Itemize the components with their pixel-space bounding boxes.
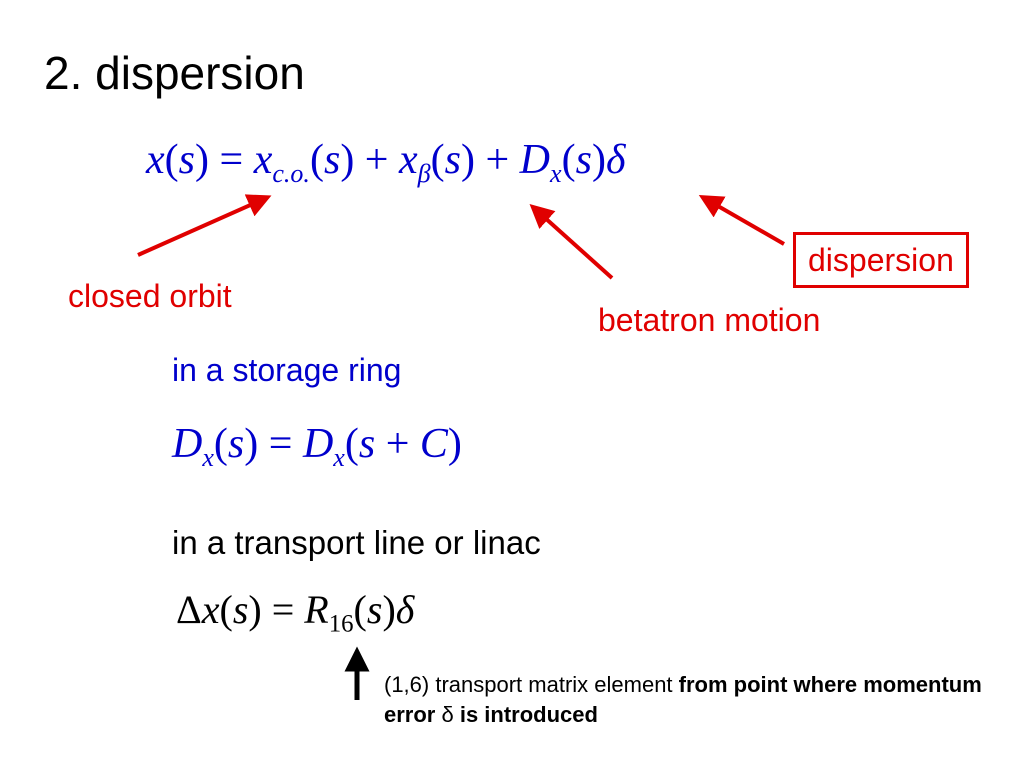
eq-s: s xyxy=(444,137,461,183)
note-plain-text: (1,6) transport matrix element xyxy=(384,672,679,697)
eq-subscript-beta: β xyxy=(417,159,431,189)
note-bold-text-end: is introduced xyxy=(453,702,598,727)
eq-d: D xyxy=(302,421,334,467)
eq-s: s xyxy=(178,137,196,183)
eq-d: D xyxy=(172,421,203,467)
eq-s: s xyxy=(232,587,249,632)
eq-r: R xyxy=(304,587,329,632)
eq-d: D xyxy=(519,137,551,183)
eq-paren: ( xyxy=(219,587,233,632)
eq-delta: δ xyxy=(605,137,626,183)
betatron-motion-label: betatron motion xyxy=(598,302,821,338)
eq-delta: δ xyxy=(395,587,415,632)
storage-ring-equation: Dx(s) = Dx(s + C) xyxy=(172,420,462,473)
position-equation: x(s) = xc.o.(s) + xβ(s) + Dx(s)δ xyxy=(146,136,625,189)
eq-plus: ) + xyxy=(460,137,520,183)
betatron-motion-arrow xyxy=(529,203,614,280)
slide-title: 2. dispersion xyxy=(44,47,305,99)
eq-paren: ( xyxy=(309,137,324,183)
storage-ring-heading: in a storage ring xyxy=(172,352,402,388)
eq-s: s xyxy=(227,421,245,467)
eq-paren: ( xyxy=(213,421,228,467)
eq-s: s xyxy=(366,587,383,632)
eq-paren: ( xyxy=(561,137,576,183)
eq-subscript-16: 16 xyxy=(328,610,354,638)
eq-equals: ) = xyxy=(195,137,254,183)
eq-equals: ) = xyxy=(248,587,305,632)
eq-x: x xyxy=(201,587,220,632)
transport-line-heading: in a transport line or linac xyxy=(172,524,541,561)
transport-matrix-note: (1,6) transport matrix element from poin… xyxy=(384,670,1014,730)
eq-subscript-x: x xyxy=(550,159,562,189)
eq-capital-delta: Δ xyxy=(176,587,202,632)
dispersion-label-box: dispersion xyxy=(793,232,969,288)
closed-orbit-label: closed orbit xyxy=(68,278,232,314)
closed-orbit-arrow xyxy=(137,194,272,257)
eq-paren: ) xyxy=(382,587,396,632)
note-delta-symbol: δ xyxy=(441,702,454,727)
eq-paren: ( xyxy=(353,587,367,632)
eq-paren: ( xyxy=(430,137,445,183)
eq-x-co: x xyxy=(253,137,273,183)
eq-paren: ) xyxy=(591,137,606,183)
eq-subscript-x: x xyxy=(202,443,214,473)
eq-x: x xyxy=(146,137,165,183)
eq-paren: ( xyxy=(164,137,179,183)
eq-x-beta: x xyxy=(399,137,418,183)
eq-c: C xyxy=(419,421,448,467)
eq-s: s xyxy=(358,421,376,467)
eq-plus: ) + xyxy=(340,137,399,183)
dispersion-arrow xyxy=(698,195,785,246)
eq-paren: ) xyxy=(447,421,462,467)
eq-equals: ) = xyxy=(244,421,303,467)
eq-subscript-co: c.o. xyxy=(272,159,310,189)
eq-plus: + xyxy=(375,421,420,467)
eq-s: s xyxy=(323,137,341,183)
eq-paren: ( xyxy=(344,421,359,467)
note-bold-text: from point where momentum error xyxy=(384,672,982,727)
eq-subscript-x: x xyxy=(333,443,345,473)
transport-line-equation: Δx(s) = R16(s)δ xyxy=(176,586,414,639)
eq-s: s xyxy=(575,137,592,183)
